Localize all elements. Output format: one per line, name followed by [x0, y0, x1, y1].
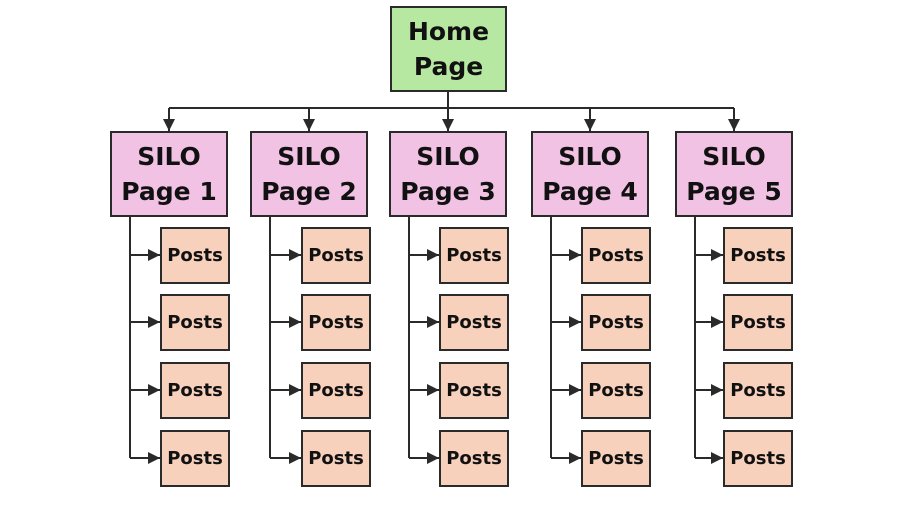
post-label: Posts — [446, 448, 502, 469]
silo-1-post-1-box: Posts — [160, 227, 230, 284]
home-page-box: Home Page — [390, 6, 507, 92]
silo-page-2-box: SILO Page 2 — [250, 131, 368, 217]
silo-3-post-3-box: Posts — [439, 362, 509, 419]
home-page-label-line2: Page — [413, 52, 484, 81]
post-label: Posts — [167, 312, 223, 333]
silo-page-4-box: SILO Page 4 — [531, 131, 649, 217]
silo-2-post-2-box: Posts — [301, 294, 371, 351]
silo-1-post-2-box: Posts — [160, 294, 230, 351]
silo-page-1-label-line2: Page 1 — [121, 177, 217, 206]
silo-page-1-box: SILO Page 1 — [110, 131, 228, 217]
post-label: Posts — [730, 312, 786, 333]
silo-5-post-2-box: Posts — [723, 294, 793, 351]
post-label: Posts — [308, 448, 364, 469]
silo-page-5-label-line1: SILO — [702, 142, 766, 171]
post-label: Posts — [308, 245, 364, 266]
silo-4-post-4-box: Posts — [581, 430, 651, 487]
silo-3-post-4-box: Posts — [439, 430, 509, 487]
silo-page-4-label-line2: Page 4 — [542, 177, 638, 206]
post-label: Posts — [446, 312, 502, 333]
post-label: Posts — [308, 380, 364, 401]
silo-page-5-box: SILO Page 5 — [675, 131, 793, 217]
silo-2-post-4-box: Posts — [301, 430, 371, 487]
silo-5-post-3-box: Posts — [723, 362, 793, 419]
silo-1-post-3-box: Posts — [160, 362, 230, 419]
silo-4-post-3-box: Posts — [581, 362, 651, 419]
silo-3-post-2-box: Posts — [439, 294, 509, 351]
post-label: Posts — [167, 380, 223, 401]
silo-5-post-4-box: Posts — [723, 430, 793, 487]
post-label: Posts — [167, 448, 223, 469]
silo-page-3-box: SILO Page 3 — [389, 131, 507, 217]
silo-page-4-label-line1: SILO — [558, 142, 622, 171]
post-label: Posts — [588, 312, 644, 333]
silo-3-post-1-box: Posts — [439, 227, 509, 284]
post-label: Posts — [730, 380, 786, 401]
post-label: Posts — [446, 380, 502, 401]
silo-2-post-3-box: Posts — [301, 362, 371, 419]
post-label: Posts — [446, 245, 502, 266]
silo-page-5-label-line2: Page 5 — [686, 177, 782, 206]
post-label: Posts — [730, 245, 786, 266]
silo-page-2-label-line2: Page 2 — [261, 177, 357, 206]
post-label: Posts — [588, 380, 644, 401]
silo-page-3-label-line1: SILO — [416, 142, 480, 171]
silo-4-post-2-box: Posts — [581, 294, 651, 351]
silo-page-2-label-line1: SILO — [277, 142, 341, 171]
post-label: Posts — [167, 245, 223, 266]
silo-page-3-label-line2: Page 3 — [400, 177, 496, 206]
silo-2-post-1-box: Posts — [301, 227, 371, 284]
home-page-label-line1: Home — [407, 17, 490, 46]
post-label: Posts — [308, 312, 364, 333]
post-label: Posts — [730, 448, 786, 469]
silo-5-post-1-box: Posts — [723, 227, 793, 284]
silo-4-post-1-box: Posts — [581, 227, 651, 284]
silo-1-post-4-box: Posts — [160, 430, 230, 487]
post-label: Posts — [588, 245, 644, 266]
silo-page-1-label-line1: SILO — [137, 142, 201, 171]
post-label: Posts — [588, 448, 644, 469]
